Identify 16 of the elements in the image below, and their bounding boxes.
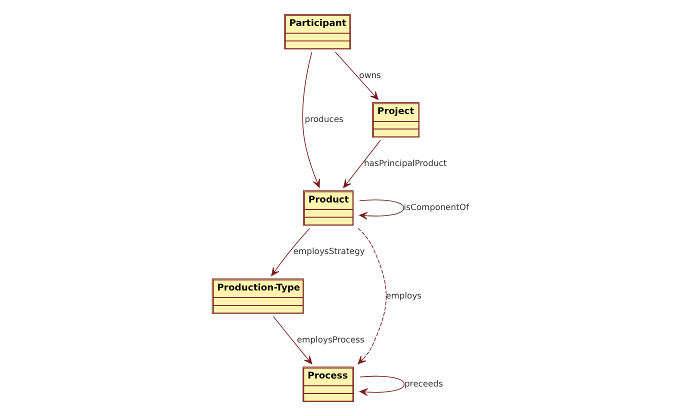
edge-label: preceeds xyxy=(404,378,443,388)
edge-label: hasPrincipalProduct xyxy=(364,158,447,168)
arrow xyxy=(302,52,320,188)
edge-label: isComponentOf xyxy=(404,202,469,212)
arrow xyxy=(359,200,404,220)
arrow xyxy=(271,228,310,276)
edge-label: employs xyxy=(386,290,422,300)
edge-label: employsStrategy xyxy=(293,246,365,256)
edge-label: produces xyxy=(304,114,344,124)
arrow xyxy=(273,316,312,364)
edge-label: owns xyxy=(359,70,381,80)
edge-label: employsProcess xyxy=(296,334,364,344)
arrow xyxy=(359,376,405,396)
arrow xyxy=(334,52,378,100)
arrow xyxy=(343,140,381,188)
arrow xyxy=(358,228,387,364)
